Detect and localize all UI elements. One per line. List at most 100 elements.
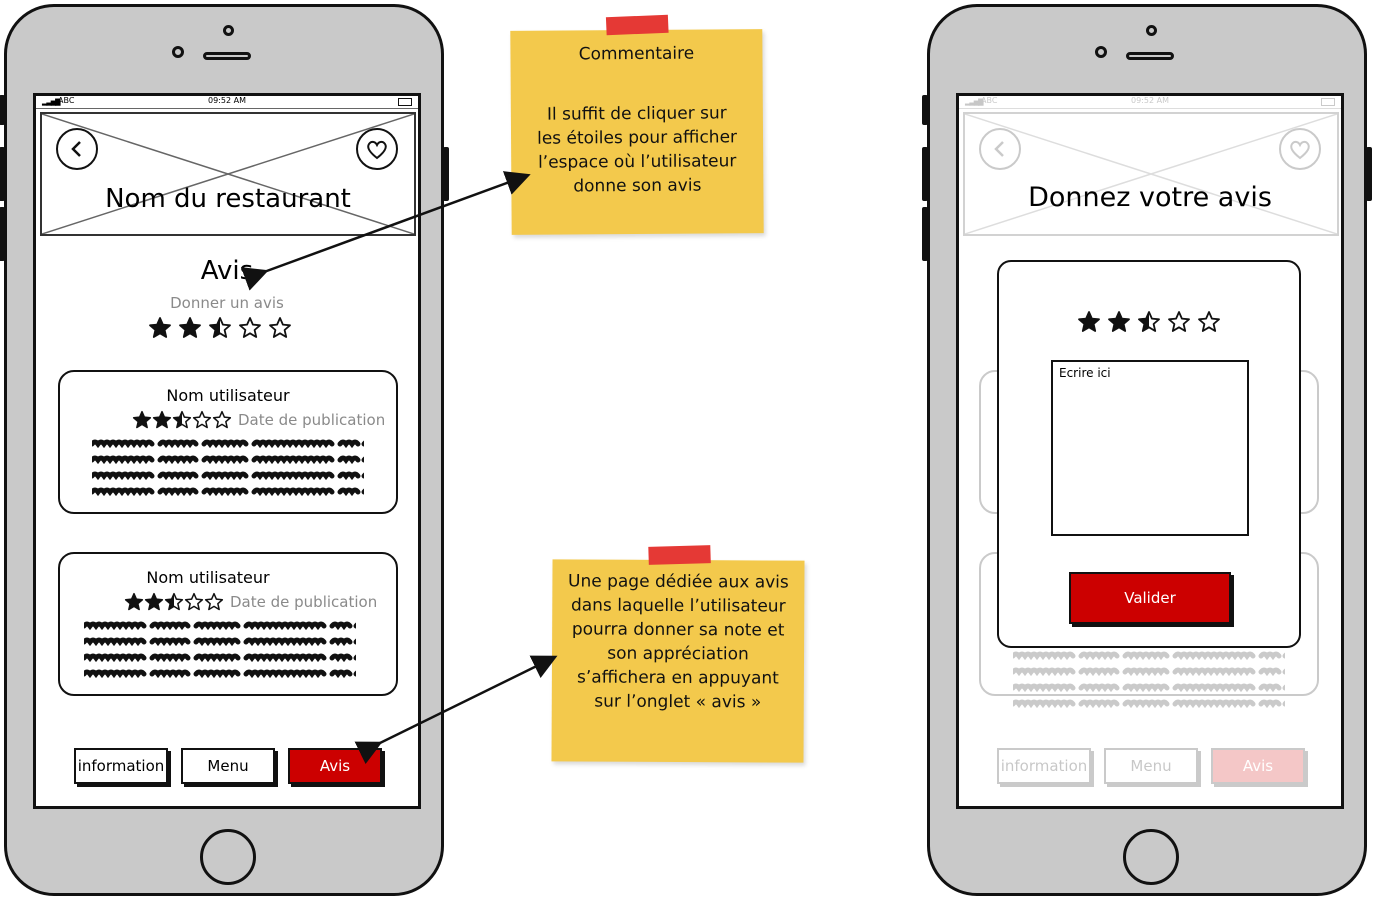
star-filled-icon[interactable] bbox=[178, 316, 202, 340]
phone-right: ▂▃▅▇ ABC 09:52 AM bbox=[922, 4, 1372, 896]
speaker-grill bbox=[1126, 52, 1174, 60]
scribble-stroke bbox=[243, 653, 327, 663]
chevron-left-icon bbox=[994, 141, 1004, 157]
scribble-stroke bbox=[1172, 651, 1256, 661]
note-body: Une page dédiée aux avis dans laquelle l… bbox=[567, 571, 789, 713]
rating-stars[interactable] bbox=[1077, 310, 1221, 334]
validate-button[interactable]: Valider bbox=[1069, 572, 1231, 624]
scribble-stroke bbox=[1078, 699, 1120, 709]
star-half-icon[interactable] bbox=[164, 592, 184, 612]
carrier-label: ABC bbox=[58, 96, 75, 105]
camera-dot bbox=[1095, 46, 1107, 58]
note-body: Il suffit de cliquer sur les étoiles pou… bbox=[537, 103, 738, 197]
signal-icon: ▂▃▅▇ bbox=[42, 98, 61, 106]
tape bbox=[648, 545, 711, 565]
sticky-note-top: Commentaire Il suffit de cliquer sur les… bbox=[510, 14, 764, 235]
scribble-stroke bbox=[193, 669, 241, 679]
scribble-stroke bbox=[84, 669, 147, 679]
star-filled-icon[interactable] bbox=[1077, 310, 1101, 334]
scribble-stroke bbox=[1172, 699, 1256, 709]
scribble-stroke bbox=[337, 439, 361, 449]
scribble-stroke bbox=[149, 637, 191, 647]
scribble-stroke bbox=[1078, 667, 1120, 677]
battery-icon bbox=[398, 98, 412, 106]
scribble-stroke bbox=[329, 637, 353, 647]
heart-icon bbox=[1290, 140, 1310, 160]
star-filled-icon[interactable] bbox=[132, 410, 152, 430]
scribble-stroke bbox=[149, 653, 191, 663]
home-button[interactable] bbox=[200, 829, 256, 885]
scribble-stroke bbox=[251, 439, 335, 449]
star-empty-icon[interactable] bbox=[184, 592, 204, 612]
scribble-stroke bbox=[1122, 667, 1170, 677]
scribble-stroke bbox=[1258, 683, 1282, 693]
star-empty-icon[interactable] bbox=[1167, 310, 1191, 334]
scribble-text bbox=[92, 439, 364, 497]
tab-information: information bbox=[997, 748, 1091, 784]
review-textarea[interactable]: Ecrire ici bbox=[1051, 360, 1249, 536]
scribble-stroke bbox=[201, 439, 249, 449]
scribble-stroke bbox=[1013, 683, 1076, 693]
side-button bbox=[1366, 147, 1372, 201]
star-empty-icon[interactable] bbox=[212, 410, 232, 430]
back-button bbox=[979, 128, 1021, 170]
scribble-stroke bbox=[201, 471, 249, 481]
star-empty-icon[interactable] bbox=[238, 316, 262, 340]
scribble-stroke bbox=[1078, 683, 1120, 693]
rate-prompt[interactable]: Donner un avis bbox=[170, 294, 284, 312]
favorite-button[interactable] bbox=[356, 128, 398, 170]
scribble-stroke bbox=[149, 669, 191, 679]
home-button[interactable] bbox=[1123, 829, 1179, 885]
star-half-icon[interactable] bbox=[1137, 310, 1161, 334]
scribble-stroke bbox=[251, 487, 335, 497]
scribble-stroke bbox=[1258, 651, 1282, 661]
tab-avis: Avis bbox=[1211, 748, 1305, 784]
scribble-stroke bbox=[243, 637, 327, 647]
scribble-stroke bbox=[92, 471, 155, 481]
signal-icon: ▂▃▅▇ bbox=[965, 98, 984, 106]
review-card: Nom utilisateur Date de publication bbox=[58, 370, 398, 514]
tab-menu: Menu bbox=[1104, 748, 1198, 784]
scribble-stroke bbox=[337, 487, 361, 497]
star-filled-icon[interactable] bbox=[1107, 310, 1131, 334]
back-button[interactable] bbox=[56, 128, 98, 170]
header-image-placeholder: Nom du restaurant bbox=[40, 112, 416, 236]
tab-avis[interactable]: Avis bbox=[288, 748, 382, 784]
star-empty-icon[interactable] bbox=[268, 316, 292, 340]
carrier-label: ABC bbox=[981, 96, 998, 105]
star-empty-icon[interactable] bbox=[192, 410, 212, 430]
side-button bbox=[0, 95, 5, 125]
star-half-icon[interactable] bbox=[208, 316, 232, 340]
star-filled-icon[interactable] bbox=[148, 316, 172, 340]
star-filled-icon[interactable] bbox=[124, 592, 144, 612]
rating-stars[interactable] bbox=[148, 316, 292, 340]
scribble-stroke bbox=[157, 439, 199, 449]
tab-information[interactable]: information bbox=[74, 748, 168, 784]
review-username: Nom utilisateur bbox=[146, 568, 270, 587]
scribble-stroke bbox=[1078, 651, 1120, 661]
scribble-stroke bbox=[251, 455, 335, 465]
heart-icon bbox=[367, 140, 387, 160]
scribble-stroke bbox=[243, 621, 327, 631]
scribble-stroke bbox=[1258, 699, 1282, 709]
scribble-stroke bbox=[92, 439, 155, 449]
camera-dot bbox=[1146, 25, 1157, 36]
scribble-stroke bbox=[1122, 683, 1170, 693]
scribble-stroke bbox=[157, 471, 199, 481]
star-empty-icon[interactable] bbox=[204, 592, 224, 612]
tab-menu[interactable]: Menu bbox=[181, 748, 275, 784]
scribble-stroke bbox=[149, 621, 191, 631]
review-date: Date de publication bbox=[238, 411, 386, 429]
favorite-button bbox=[1279, 128, 1321, 170]
scribble-stroke bbox=[1013, 651, 1076, 661]
camera-dot bbox=[223, 25, 234, 36]
scribble-stroke bbox=[1172, 683, 1256, 693]
phone-screen: ▂▃▅▇ ABC 09:52 AM bbox=[956, 93, 1344, 809]
star-empty-icon[interactable] bbox=[1197, 310, 1221, 334]
scribble-stroke bbox=[157, 487, 199, 497]
star-half-icon[interactable] bbox=[172, 410, 192, 430]
tape bbox=[605, 14, 669, 36]
status-bar: ▂▃▅▇ ABC 09:52 AM bbox=[36, 96, 418, 109]
star-filled-icon[interactable] bbox=[144, 592, 164, 612]
star-filled-icon[interactable] bbox=[152, 410, 172, 430]
